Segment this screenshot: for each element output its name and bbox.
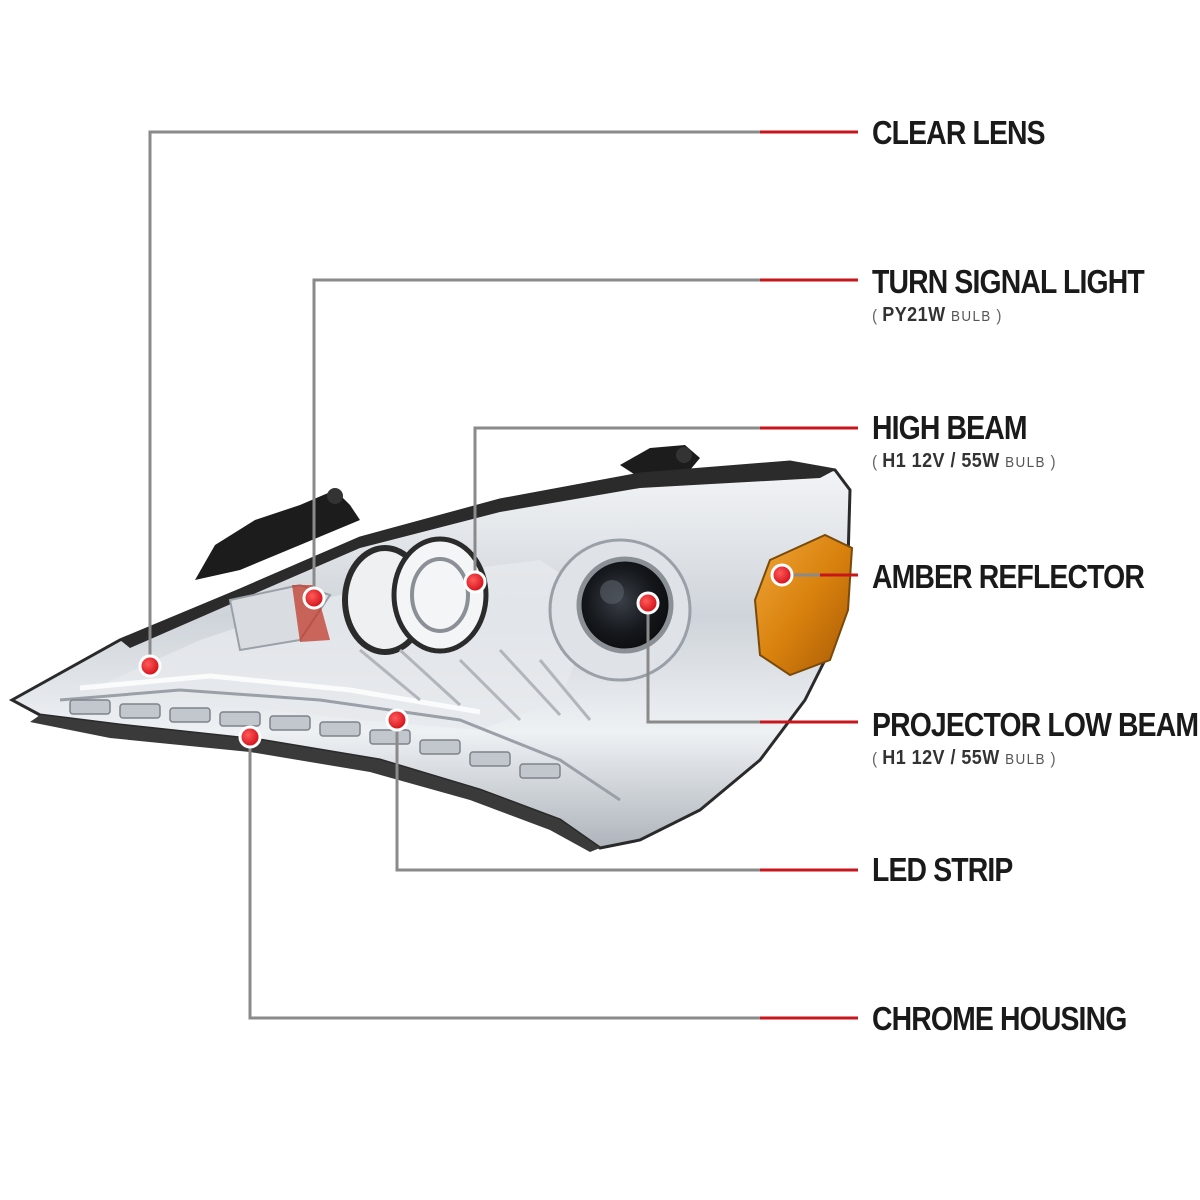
spec-code: H1 12V / 55W: [882, 450, 1000, 472]
leader-line-high-beam: [473, 426, 858, 582]
callout-title: CLEAR LENS: [872, 114, 1046, 151]
callout-chrome-housing: CHROME HOUSING: [872, 1000, 1168, 1038]
led-strip-segments: [69, 699, 561, 779]
spec-code: H1 12V / 55W: [882, 747, 1000, 769]
callout-title: CHROME HOUSING: [872, 1000, 1127, 1037]
callout-title: LED STRIP: [872, 851, 1013, 888]
leader-line-led: [395, 720, 858, 872]
callout-turn-signal: TURN SIGNAL LIGHT ( PY21W BULB ): [872, 263, 1188, 329]
marker-amber: [770, 563, 794, 587]
callout-title: TURN SIGNAL LIGHT: [872, 263, 1145, 300]
spec-unit: BULB: [1005, 454, 1046, 471]
callout-projector-low-beam: PROJECTOR LOW BEAM ( H1 12V / 55W BULB ): [872, 706, 1200, 772]
callout-title: HIGH BEAM: [872, 409, 1028, 446]
leader-line-turn-signal: [312, 278, 858, 598]
callout-title: PROJECTOR LOW BEAM: [872, 706, 1199, 743]
callout-spec: ( H1 12V / 55W BULB ): [872, 747, 1057, 769]
marker-chrome: [238, 725, 262, 749]
callout-high-beam: HIGH BEAM ( H1 12V / 55W BULB ): [872, 409, 1077, 475]
leader-line-chrome: [248, 737, 858, 1020]
spec-unit: BULB: [950, 308, 992, 325]
leader-line-clear-lens: [148, 130, 858, 666]
spec-code: PY21W: [882, 304, 946, 326]
marker-turn-signal: [302, 586, 326, 610]
marker-clear-lens: [138, 654, 162, 678]
headlight-illustration: [8, 445, 854, 852]
callout-spec: ( H1 12V / 55W BULB ): [872, 450, 1057, 472]
marker-projector: [636, 591, 660, 615]
leader-lines: [148, 130, 858, 1020]
callout-markers: [138, 563, 794, 749]
callout-clear-lens: CLEAR LENS: [872, 114, 1073, 152]
spec-unit: BULB: [1005, 751, 1046, 768]
callout-title: AMBER REFLECTOR: [872, 558, 1145, 595]
marker-high-beam: [463, 570, 487, 594]
callout-led-strip: LED STRIP: [872, 851, 1035, 889]
mount-bracket: [195, 490, 360, 580]
marker-led: [385, 708, 409, 732]
callout-amber-reflector: AMBER REFLECTOR: [872, 558, 1188, 596]
callout-spec: ( PY21W BULB ): [872, 304, 1002, 326]
